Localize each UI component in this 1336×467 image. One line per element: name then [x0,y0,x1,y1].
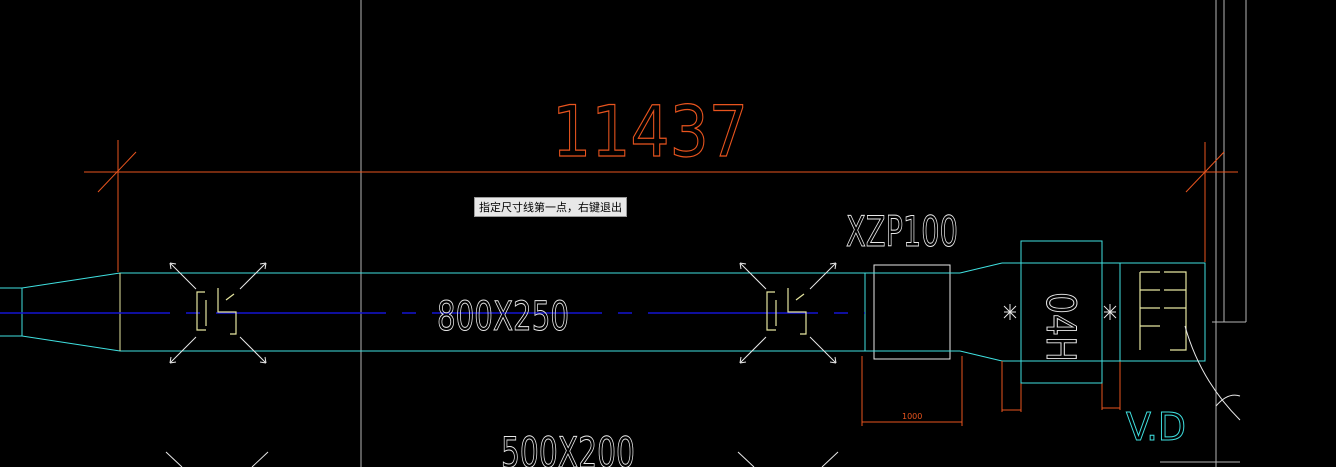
diffuser-left [169,262,267,364]
diffuser-symbol-right [766,288,807,335]
flex-connector-right [1103,304,1117,320]
grid-lines [360,0,1247,467]
lower-branch-marks [165,451,839,467]
dimension-value: 11437 [552,91,748,173]
diffuser-right [739,262,837,364]
width-dimension-label: 1000 [902,412,922,421]
flex-connector-left [1003,304,1017,320]
louver-symbol [1139,271,1187,351]
branch-duct-size-label: 500X200 [501,428,635,467]
valve-label: V.D [1126,405,1186,449]
silencer-housing [865,262,1021,362]
valve-leader [1184,325,1241,421]
main-duct [0,272,866,352]
silencer-label: XZP100 [846,207,958,256]
diffuser-symbol-left [196,288,237,335]
fan-unit [1020,240,1206,384]
command-prompt-tooltip: 指定尺寸线第一点，右键退出 [474,197,627,217]
width-dimension [861,356,1121,426]
silencer [873,264,951,360]
dimension-11437 [84,140,1238,272]
main-duct-size-label: 800X250 [437,294,569,340]
fan-label: 04H [1037,292,1083,362]
